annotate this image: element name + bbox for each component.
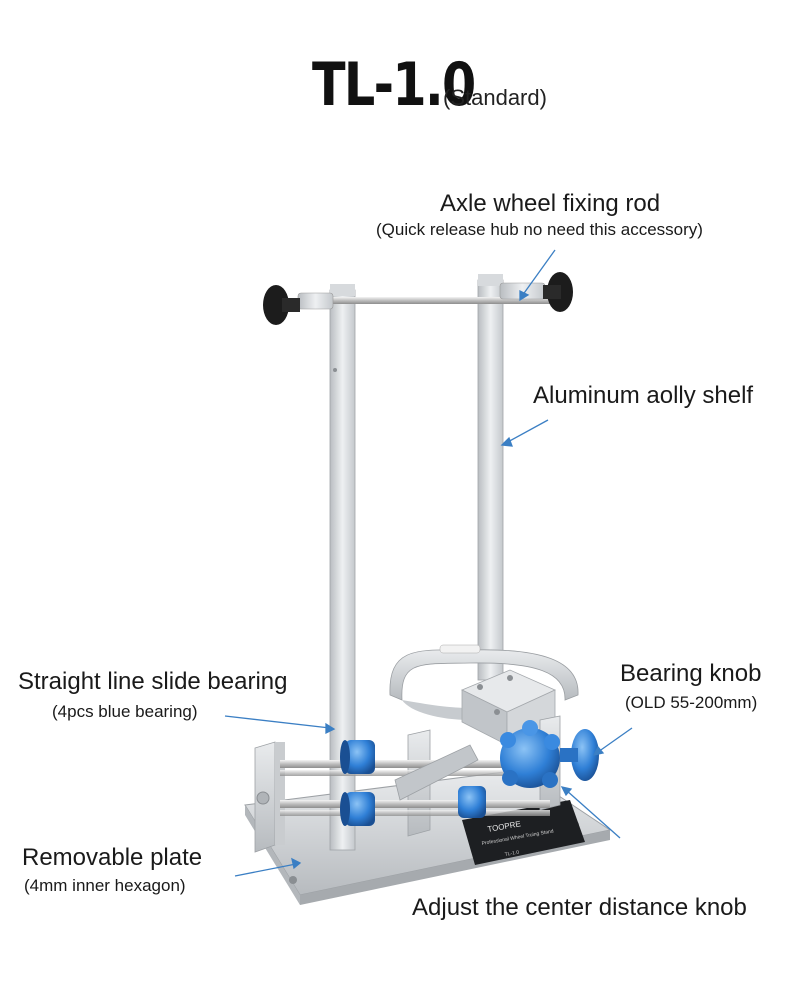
callout-arrows [224,249,633,877]
arrow-axle-rod [521,249,556,297]
blue-slide-bearings [340,740,486,826]
axle-rod-label: Axle wheel fixing rod [440,190,661,217]
product-name-plate: TOOPRE Professional Wheel Truing Stand T… [462,800,585,865]
arrow-bearing-knob [597,727,633,753]
bearing-knob-note: (OLD 55-200mm) [625,693,758,712]
shelf-label: Aluminum aolly shelf [533,382,754,409]
arrow-axle-rod-head [519,289,530,302]
arrow-shelf [505,419,549,444]
arrow-shelf-head [500,436,513,447]
arrow-bearing-knob-head [592,745,605,756]
product-model-title: TL-1.0 [312,50,476,120]
axle-rod-note: (Quick release hub no need this accessor… [376,220,703,239]
caliper-arc-gauge [389,644,579,720]
arrow-center-knob [565,789,621,839]
bearing-knob [560,729,599,781]
slide-housing [254,715,561,853]
plate-note: (4mm inner hexagon) [24,876,186,895]
arrow-slide-bearing-head [325,722,336,735]
axle-fixing-rod [263,272,573,325]
center-knob-label: Adjust the center distance knob [412,894,747,921]
plate-line2-text: TL-1.0 [504,850,519,858]
product-variant-label: (Standard) [443,85,547,110]
slide-bearing-label: Straight line slide bearing [18,668,288,695]
bearing-knob-label: Bearing knob [620,660,762,687]
arrow-center-knob-head [560,786,573,797]
center-distance-knob [500,720,560,788]
arrow-slide-bearing [224,715,331,729]
plate-label: Removable plate [22,844,203,871]
arrow-plate [234,863,297,877]
right-upright-arm [477,274,504,681]
slide-bearing-note: (4pcs blue bearing) [52,702,198,721]
arrow-plate-head [291,857,302,870]
